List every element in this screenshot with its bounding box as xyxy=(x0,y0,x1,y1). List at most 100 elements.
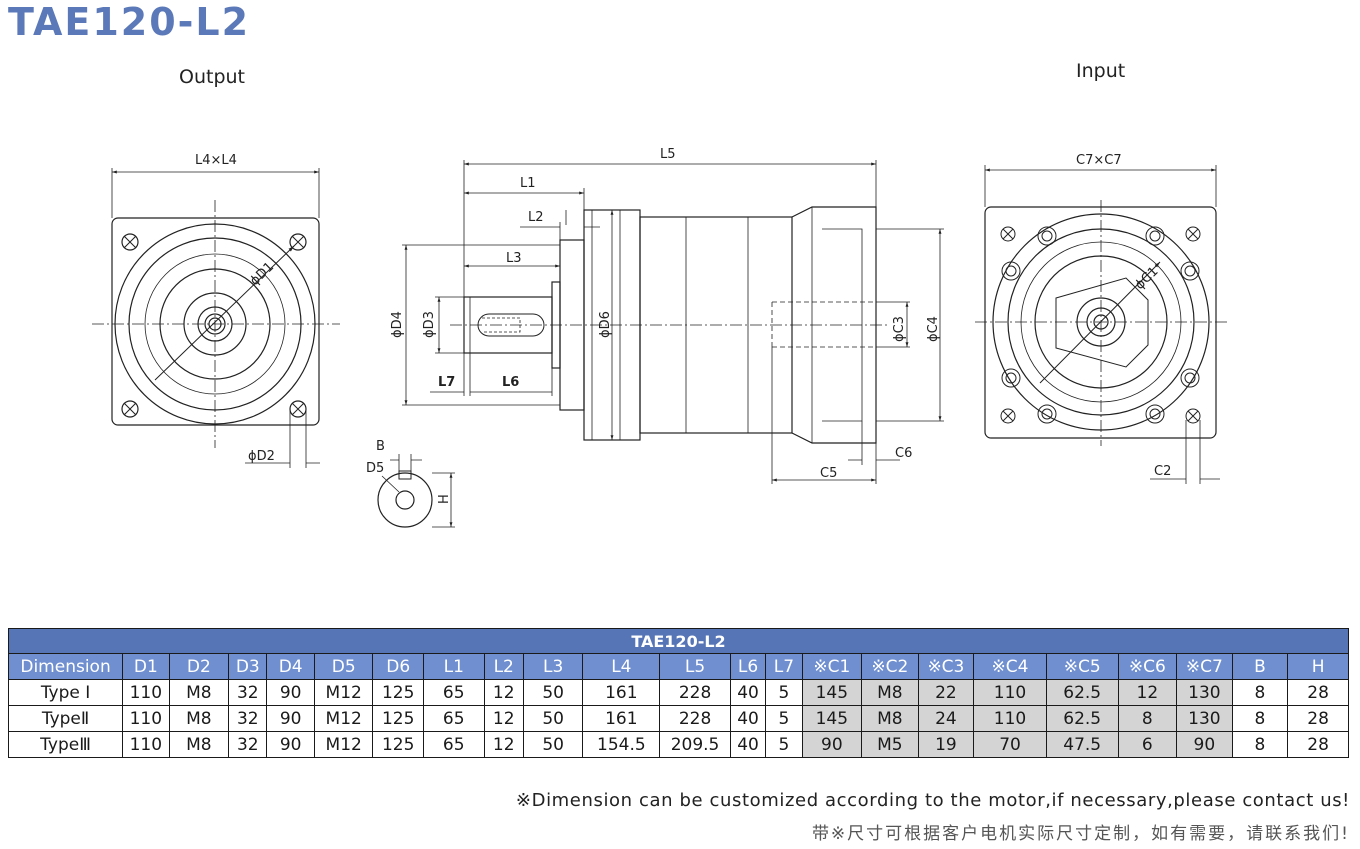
dim-l2: L2 xyxy=(528,210,544,225)
table-cell: M12 xyxy=(313,679,374,706)
row-label: Type Ⅰ xyxy=(7,679,124,706)
dim-d4: ϕD4 xyxy=(390,311,405,338)
table-row: TypeⅡ 110 M8 32 90 M12 125 65 12 50 161 … xyxy=(7,705,1349,732)
row-label: TypeⅢ xyxy=(7,731,124,758)
dim-c3: ϕC3 xyxy=(892,316,907,342)
table-cell: 32 xyxy=(228,679,268,706)
header-cell: D5 xyxy=(313,653,374,680)
table-row: Type Ⅰ 110 M8 32 90 M12 125 65 12 50 161… xyxy=(7,679,1349,706)
table-cell: 130 xyxy=(1176,705,1233,732)
table-cell: 161 xyxy=(582,679,661,706)
table-cell: 110 xyxy=(122,679,170,706)
table-cell: 5 xyxy=(765,731,803,758)
header-cell: L2 xyxy=(483,653,524,680)
dim-d6: ϕD6 xyxy=(598,311,613,338)
customization-note-en: ※Dimension can be customized according t… xyxy=(515,790,1350,811)
table-cell: 65 xyxy=(422,705,485,732)
table-cell: 65 xyxy=(422,679,485,706)
table-cell: 12 xyxy=(483,705,524,732)
table-cell: 125 xyxy=(372,679,424,706)
dim-c2: C2 xyxy=(1154,464,1171,479)
dim-l1: L1 xyxy=(520,176,536,191)
table-cell: 8 xyxy=(1231,679,1289,706)
header-cell: L6 xyxy=(729,653,767,680)
gearbox-side-view xyxy=(402,160,944,484)
table-cell: M5 xyxy=(861,731,919,758)
header-cell: ※C7 xyxy=(1176,653,1233,680)
header-cell: D6 xyxy=(372,653,424,680)
table-cell: 90 xyxy=(1176,731,1233,758)
table-caption: TAE120-L2 xyxy=(8,628,1349,654)
input-view-label: Input xyxy=(1076,60,1126,82)
table-cell: 12 xyxy=(483,731,524,758)
dim-l7: L7 xyxy=(438,375,455,390)
table-cell: 6 xyxy=(1117,731,1178,758)
table-cell: 12 xyxy=(483,679,524,706)
table-header-row: Dimension D1 D2 D3 D4 D5 D6 L1 L2 L3 L4 … xyxy=(7,653,1349,680)
table-cell: 22 xyxy=(917,679,975,706)
table-cell: 125 xyxy=(372,731,424,758)
header-cell: L3 xyxy=(522,653,584,680)
table-cell: 28 xyxy=(1287,705,1349,732)
table-cell: 28 xyxy=(1287,679,1349,706)
dim-l3: L3 xyxy=(506,251,522,266)
header-cell: D3 xyxy=(228,653,268,680)
table-cell: 8 xyxy=(1117,705,1178,732)
table-cell: 125 xyxy=(372,705,424,732)
header-cell: ※C6 xyxy=(1117,653,1178,680)
table-cell: 5 xyxy=(765,679,803,706)
technical-drawing: L4×L4 ϕD1 ϕD2 xyxy=(92,147,1228,528)
table-cell: 62.5 xyxy=(1045,679,1119,706)
table-cell: 228 xyxy=(659,679,731,706)
header-cell: ※C5 xyxy=(1045,653,1119,680)
dim-h: H xyxy=(437,494,452,504)
dim-c7xc7: C7×C7 xyxy=(1076,153,1122,168)
table-cell: 8 xyxy=(1231,705,1289,732)
table-cell: M8 xyxy=(168,731,230,758)
table-cell: M12 xyxy=(313,705,374,732)
table-cell: 32 xyxy=(228,731,268,758)
header-cell: B xyxy=(1231,653,1289,680)
table-cell: M12 xyxy=(313,731,374,758)
header-cell: D4 xyxy=(266,653,315,680)
table-cell: 90 xyxy=(801,731,863,758)
table-cell: 5 xyxy=(765,705,803,732)
header-cell: ※C3 xyxy=(917,653,975,680)
table-cell: 130 xyxy=(1176,679,1233,706)
output-mounting-holes xyxy=(121,233,307,418)
spec-table: TAE120-L2 Dimension D1 D2 D3 D4 D5 D6 L1… xyxy=(7,628,1349,758)
output-view-label: Output xyxy=(179,66,245,88)
table-cell: 70 xyxy=(973,731,1047,758)
output-flange-view xyxy=(92,168,340,468)
table-cell: 40 xyxy=(729,705,767,732)
table-cell: 24 xyxy=(917,705,975,732)
table-cell: 110 xyxy=(973,679,1047,706)
header-cell: H xyxy=(1287,653,1349,680)
table-cell: M8 xyxy=(168,679,230,706)
table-cell: 145 xyxy=(801,705,863,732)
table-cell: 50 xyxy=(522,705,584,732)
header-cell: ※C4 xyxy=(973,653,1047,680)
table-cell: 161 xyxy=(582,705,661,732)
table-cell: 8 xyxy=(1231,731,1289,758)
table-cell: 110 xyxy=(122,731,170,758)
header-cell: D1 xyxy=(122,653,170,680)
customization-note-cn: 带※尺寸可根据客户电机实际尺寸定制，如有需要，请联系我们! xyxy=(811,824,1350,844)
table-cell: 145 xyxy=(801,679,863,706)
dim-c4: ϕC4 xyxy=(926,316,941,342)
table-cell: 28 xyxy=(1287,731,1349,758)
header-cell: D2 xyxy=(168,653,230,680)
header-cell: L1 xyxy=(422,653,485,680)
dim-d5: D5 xyxy=(366,461,384,476)
input-mounting-holes xyxy=(1000,226,1201,424)
dim-l5: L5 xyxy=(660,147,676,162)
table-cell: 47.5 xyxy=(1045,731,1119,758)
header-cell: L5 xyxy=(659,653,731,680)
table-cell: M8 xyxy=(168,705,230,732)
table-cell: 50 xyxy=(522,679,584,706)
dim-c5: C5 xyxy=(820,466,837,481)
table-cell: 40 xyxy=(729,679,767,706)
table-cell: M8 xyxy=(861,679,919,706)
table-cell: 90 xyxy=(266,731,315,758)
table-cell: 90 xyxy=(266,679,315,706)
